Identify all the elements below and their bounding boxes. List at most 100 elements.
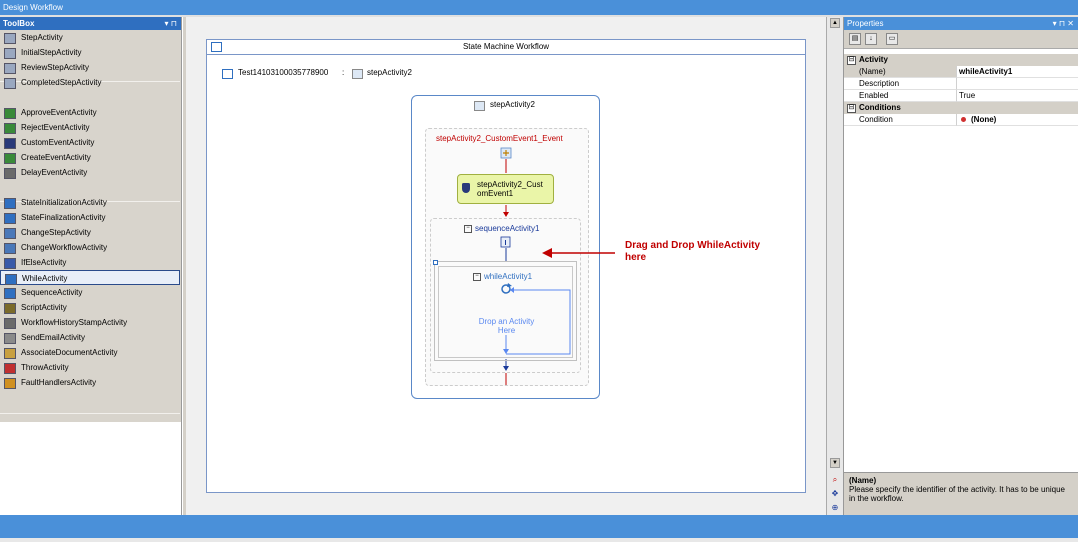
scroll-down-arrow[interactable]: ▼ [830, 458, 840, 468]
drop-hint-line-2: Here [497, 326, 516, 335]
categorized-icon[interactable]: ▤ [849, 33, 861, 45]
annotation-text: Drag and Drop WhileActivity here [625, 240, 760, 264]
toolbox-item[interactable]: StateInitializationActivity [0, 195, 180, 210]
collapse-icon[interactable]: − [464, 225, 472, 233]
toolbox-item[interactable]: AssociateDocumentActivity [0, 345, 180, 360]
description-title: (Name) [849, 476, 877, 485]
breadcrumb-workflow[interactable]: Test14103100035778900 [238, 68, 329, 77]
event-icon [4, 123, 16, 134]
toolbox-item[interactable]: SequenceActivity [0, 285, 180, 300]
properties-panel: Properties ▾ ⊓ ✕ ▤ ↓ ▭ ⊟Activity(Name)wh… [843, 17, 1078, 515]
breadcrumb-state[interactable]: stepActivity2 [367, 68, 412, 77]
toolbox-item[interactable]: ReviewStepActivity [0, 60, 180, 75]
toolbox-header: ToolBox ▾ ⊓ [0, 17, 181, 30]
toolbox-item[interactable]: WhileActivity [0, 270, 180, 285]
while-activity[interactable]: − whileActivity1 Drop an Activity Here [433, 260, 577, 361]
document-icon [4, 348, 16, 359]
toolbox-item[interactable]: StepActivity [0, 30, 180, 45]
toolbox-item[interactable]: CompletedStepActivity [0, 75, 180, 90]
zoom-icon[interactable]: ⌕ [832, 475, 838, 484]
toolbox-item[interactable]: IfElseActivity [0, 255, 180, 270]
property-value[interactable]: whileActivity1 [959, 67, 1013, 76]
status-bar [0, 515, 1078, 538]
toolbox-item[interactable]: FaultHandlersActivity [0, 375, 180, 390]
workflow-icon [222, 69, 233, 79]
property-description: (Name) Please specify the identifier of … [844, 472, 1078, 515]
window-title: Design Workflow [0, 0, 1078, 15]
toolbox-item-label: StateInitializationActivity [21, 198, 107, 207]
property-category[interactable]: ⊟Conditions [844, 102, 1078, 114]
scroll-up-arrow[interactable]: ▲ [830, 18, 840, 28]
designer-scrollbar[interactable]: ▲ ▼ ⌕ ✥ ⊕ [826, 17, 843, 515]
properties-header: Properties ▾ ⊓ ✕ [844, 17, 1078, 30]
event-icon [4, 108, 16, 119]
sequence-icon [4, 288, 16, 299]
clock-icon [4, 168, 16, 179]
property-row[interactable]: (Name)whileActivity1 [844, 66, 1078, 78]
property-value[interactable]: (None) [971, 115, 997, 124]
toolbox-item[interactable]: ChangeStepActivity [0, 225, 180, 240]
property-name: Enabled [844, 90, 957, 102]
toolbox-item[interactable]: DelayEventActivity [0, 165, 180, 180]
shield-icon [4, 138, 16, 149]
toolbox-item[interactable]: CustomEventActivity [0, 135, 180, 150]
toolbox-item[interactable]: InitialStepActivity [0, 45, 180, 60]
property-category[interactable]: ⊟Activity [844, 54, 1078, 66]
toolbox-item-label: RejectEventActivity [21, 123, 90, 132]
workflow-title: State Machine Workflow [462, 42, 550, 51]
toolbox-item-label: ScriptActivity [21, 303, 67, 312]
change-icon [4, 243, 16, 254]
state-init-icon [4, 198, 16, 209]
expander-icon[interactable]: ⊟ [847, 56, 856, 65]
state-activity[interactable]: stepActivity2 stepActivity2_CustomEvent1… [411, 95, 600, 399]
toolbox-item[interactable]: ApproveEventActivity [0, 105, 180, 120]
toolbox-item-label: SequenceActivity [21, 288, 83, 297]
properties-header-controls[interactable]: ▾ ⊓ ✕ [1052, 19, 1074, 28]
property-row[interactable]: Description [844, 78, 1078, 90]
change-icon [4, 228, 16, 239]
property-value[interactable]: True [959, 91, 976, 100]
pan-icon[interactable]: ✥ [831, 489, 839, 498]
divider [0, 15, 1078, 17]
custom-event-label-1: stepActivity2_Cust [477, 180, 543, 189]
toolbox-item[interactable]: CreateEventActivity [0, 150, 180, 165]
toolbox-item-label: InitialStepActivity [21, 48, 82, 57]
while-title: whileActivity1 [484, 272, 533, 281]
toolbox-item[interactable]: ScriptActivity [0, 300, 180, 315]
expander-icon[interactable]: ⊟ [847, 104, 856, 113]
toolbox-separator [0, 201, 180, 202]
error-icon [961, 117, 966, 122]
property-row[interactable]: Condition(None) [844, 114, 1078, 126]
property-pages-icon[interactable]: ▭ [886, 33, 898, 45]
custom-event-activity[interactable]: stepActivity2_Cust omEvent1 [457, 174, 554, 204]
toolbox-item-label: DelayEventActivity [21, 168, 88, 177]
toolbox-item[interactable]: RejectEventActivity [0, 120, 180, 135]
toolbox-item-label: CompletedStepActivity [21, 78, 102, 87]
toolbox-item[interactable]: SendEmailActivity [0, 330, 180, 345]
annotation-line-2: here [625, 252, 647, 263]
toolbox-item[interactable]: ChangeWorkflowActivity [0, 240, 180, 255]
toolbox-item-label: SendEmailActivity [21, 333, 86, 342]
toolbox-header-controls[interactable]: ▾ ⊓ [164, 19, 177, 28]
sort-alpha-icon[interactable]: ↓ [865, 33, 877, 45]
collapse-icon[interactable]: − [473, 273, 481, 281]
selection-handle[interactable] [433, 260, 438, 265]
sequence-activity[interactable]: − sequenceActivity1 [430, 218, 581, 373]
properties-title: Properties [847, 19, 884, 28]
annotation-arrow [542, 248, 615, 258]
toolbox-item[interactable]: WorkflowHistoryStampActivity [0, 315, 180, 330]
toolbox-item[interactable]: ThrowActivity [0, 360, 180, 375]
event-driven-activity[interactable]: stepActivity2_CustomEvent1_Event [425, 128, 589, 386]
fault-icon [4, 378, 16, 389]
toolbox-item-label: ChangeWorkflowActivity [21, 243, 108, 252]
toolbox-item-label: CreateEventActivity [21, 153, 91, 162]
fit-icon[interactable]: ⊕ [831, 503, 839, 512]
toolbox-item[interactable]: StateFinalizationActivity [0, 210, 180, 225]
toolbox-title: ToolBox [3, 19, 35, 28]
workflow-header: State Machine Workflow [207, 40, 805, 55]
toolbox-item-label: StateFinalizationActivity [21, 213, 106, 222]
state-final-icon [4, 213, 16, 224]
state-icon [474, 101, 485, 111]
state-icon [352, 69, 363, 79]
